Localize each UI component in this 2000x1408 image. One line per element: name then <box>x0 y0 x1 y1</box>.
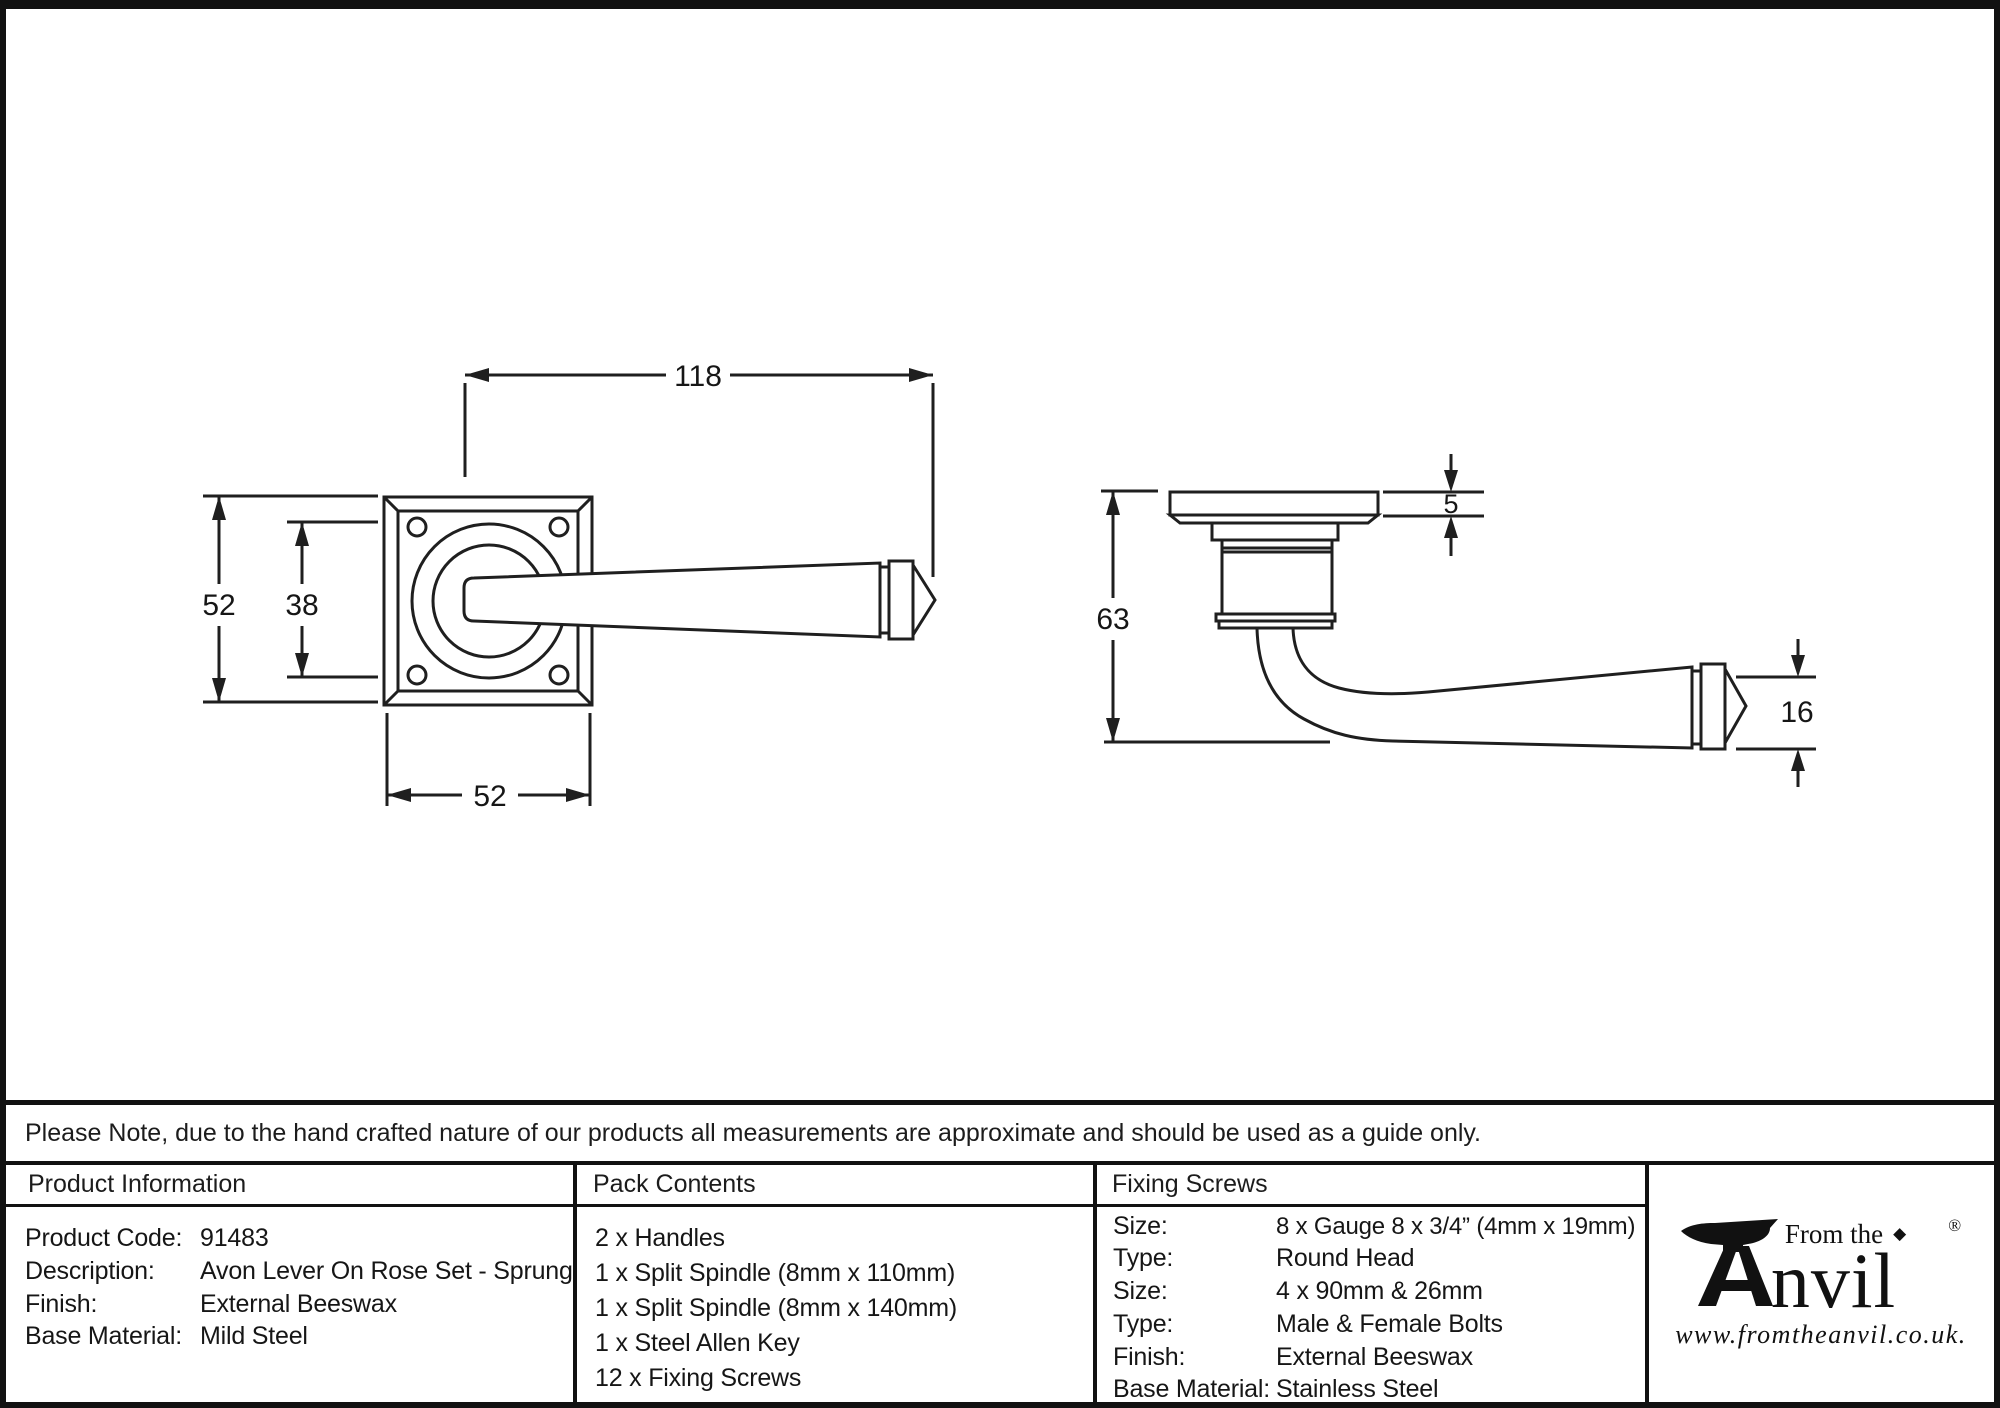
brand-logo: From the ◆ ® nvil www.fromtheanvil.co.uk… <box>1648 1165 1994 1402</box>
finish-label: Finish: <box>25 1290 98 1318</box>
lever-cap-front <box>887 559 915 641</box>
screw-finish-label: Finish: <box>1113 1343 1186 1371</box>
screw-size-label: Size: <box>1113 1212 1168 1240</box>
pack-item: 1 x Steel Allen Key <box>595 1329 800 1357</box>
side-rose-lip <box>1165 513 1383 525</box>
bolt-size-value: 4 x 90mm & 26mm <box>1276 1277 1483 1305</box>
dim-side-height: 63 <box>1096 489 1330 744</box>
anvil-icon <box>1680 1218 1778 1306</box>
lever-tip-side <box>1723 663 1748 749</box>
page-border-top <box>0 0 2000 9</box>
note-row-top-border <box>0 1100 2000 1105</box>
finish-value: External Beeswax <box>200 1290 397 1318</box>
dim-label-52-left: 52 <box>202 589 235 622</box>
bolt-type-value: Male & Female Bolts <box>1276 1310 1503 1338</box>
header-product-information: Product Information <box>28 1169 247 1198</box>
side-rose-plate <box>1168 490 1380 517</box>
screw-hole <box>406 516 428 538</box>
pack-item: 1 x Split Spindle (8mm x 110mm) <box>595 1259 956 1287</box>
screw-hole <box>548 664 570 686</box>
dim-plate-thickness: 5 <box>1383 454 1484 556</box>
pack-item: 1 x Split Spindle (8mm x 140mm) <box>595 1294 957 1322</box>
product-code-label: Product Code: <box>25 1224 183 1252</box>
screw-hole <box>548 516 570 538</box>
dim-label-52-bottom: 52 <box>473 780 506 813</box>
bolt-size-label: Size: <box>1113 1277 1168 1305</box>
measurement-note: Please Note, due to the hand crafted nat… <box>25 1118 1482 1147</box>
dim-front-width: 118 <box>463 360 935 577</box>
bolt-type-label: Type: <box>1113 1310 1174 1338</box>
front-view-drawing: 118 52 38 <box>202 360 937 813</box>
dim-label-63: 63 <box>1096 603 1129 636</box>
screw-type-label: Type: <box>1113 1244 1174 1272</box>
col-divider-2 <box>1093 1161 1097 1408</box>
col-divider-3 <box>1645 1161 1649 1408</box>
registered-trademark: ® <box>1948 1216 1962 1235</box>
lever-front <box>462 561 882 639</box>
side-view-drawing: 63 5 <box>1096 454 1816 787</box>
lever-side <box>1255 626 1694 750</box>
pack-item: 2 x Handles <box>595 1224 725 1252</box>
screw-material-value: Stainless Steel <box>1276 1375 1439 1403</box>
screw-hole <box>406 664 428 686</box>
dim-rose-width: 52 <box>385 713 592 813</box>
logo-anvil-text: nvil <box>1770 1236 1897 1324</box>
base-material-label: Base Material: <box>25 1322 182 1350</box>
dim-front-height: 52 <box>202 494 378 704</box>
lever-tip-front <box>911 559 937 641</box>
header-pack-contents: Pack Contents <box>593 1169 756 1198</box>
screw-finish-value: External Beeswax <box>1276 1343 1473 1371</box>
dim-label-5: 5 <box>1443 489 1458 519</box>
header-fixing-screws: Fixing Screws <box>1112 1169 1268 1198</box>
screw-material-label: Base Material: <box>1113 1375 1270 1403</box>
dim-lever-end: 16 <box>1736 639 1816 787</box>
description-value: Avon Lever On Rose Set - Sprung <box>200 1257 573 1285</box>
logo-website-url: www.fromtheanvil.co.uk. <box>1675 1319 1967 1349</box>
header-row-top-border <box>0 1161 2000 1165</box>
side-collar <box>1210 521 1340 542</box>
dim-front-inner: 38 <box>285 520 378 679</box>
description-label: Description: <box>25 1257 155 1285</box>
logo-from-the: From the <box>1784 1218 1884 1249</box>
dim-label-16: 16 <box>1780 696 1813 729</box>
product-code-value: 91483 <box>200 1224 269 1252</box>
base-material-value: Mild Steel <box>200 1322 308 1350</box>
col-divider-1 <box>573 1161 577 1408</box>
dim-label-38: 38 <box>285 589 318 622</box>
screw-size-value: 8 x Gauge 8 x 3/4” (4mm x 19mm) <box>1276 1213 1636 1240</box>
logo-diamond-icon: ◆ <box>1893 1224 1907 1243</box>
lever-cap-side <box>1699 662 1727 751</box>
pack-item: 12 x Fixing Screws <box>595 1364 802 1392</box>
header-row-bottom-border <box>0 1204 1648 1207</box>
dim-label-118: 118 <box>674 360 722 393</box>
screw-type-value: Round Head <box>1276 1244 1415 1272</box>
